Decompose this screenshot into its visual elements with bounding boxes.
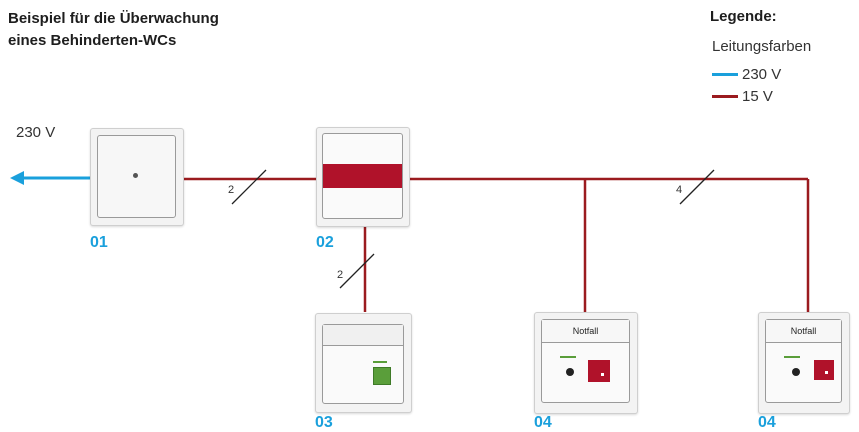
red-alarm-button-icon [588,360,610,382]
title-line-2: eines Behinderten-WCs [8,32,177,49]
device-03 [315,313,412,413]
device-04b-plate: Notfall [765,319,842,403]
device-04b-text: Notfall [790,326,817,336]
device-04a-label: 04 [534,414,552,431]
input-voltage-label: 230 V [16,124,56,141]
device-01 [90,128,184,226]
legend-label-230v: 230 V [742,66,782,83]
pull-cord-socket-icon [566,368,574,376]
device-04b-label-strip: Notfall [766,320,841,343]
legend-item-230v: 230 V [712,66,781,83]
diagram-title: Beispiel für die Überwachung eines Behin… [8,8,219,52]
legend-swatch-15v [712,95,738,98]
wire-count-1: 2 [228,184,235,196]
device-04a: Notfall [534,312,638,414]
green-button-icon [373,367,391,385]
device-02 [316,127,410,227]
device-03-plate [322,324,404,404]
wire-count-3: 4 [676,184,683,196]
green-led-icon [373,361,387,363]
device-01-plate [97,135,176,218]
pull-cord-socket-icon [792,368,800,376]
red-status-panel [323,164,402,188]
wire-count-slash-3 [679,169,715,205]
legend-label-15v: 15 V [742,88,773,105]
device-04a-label-strip: Notfall [542,320,629,343]
device-01-label: 01 [90,234,108,251]
wire-count-2: 2 [337,269,344,281]
wire-count-slash-1 [231,169,267,205]
device-02-label: 02 [316,234,334,251]
legend-subtitle: Leitungsfarben [712,38,812,55]
green-led-icon [784,356,800,358]
device-03-top-strip [323,325,403,346]
green-led-icon [560,356,576,358]
arrow-left-icon [10,171,24,185]
title-line-1: Beispiel für die Überwachung [8,10,219,27]
wire-count-slash-2 [339,253,375,289]
device-02-plate [322,133,403,219]
legend-item-15v: 15 V [712,88,773,105]
device-03-label: 03 [315,414,333,431]
legend-swatch-230v [712,73,738,76]
device-04b-label: 04 [758,414,776,431]
indicator-dot-icon [133,173,138,178]
device-04a-plate: Notfall [541,319,630,403]
device-04b: Notfall [758,312,850,414]
red-alarm-button-icon [814,360,834,380]
legend-title: Legende: [710,8,777,25]
device-04a-text: Notfall [572,326,599,336]
